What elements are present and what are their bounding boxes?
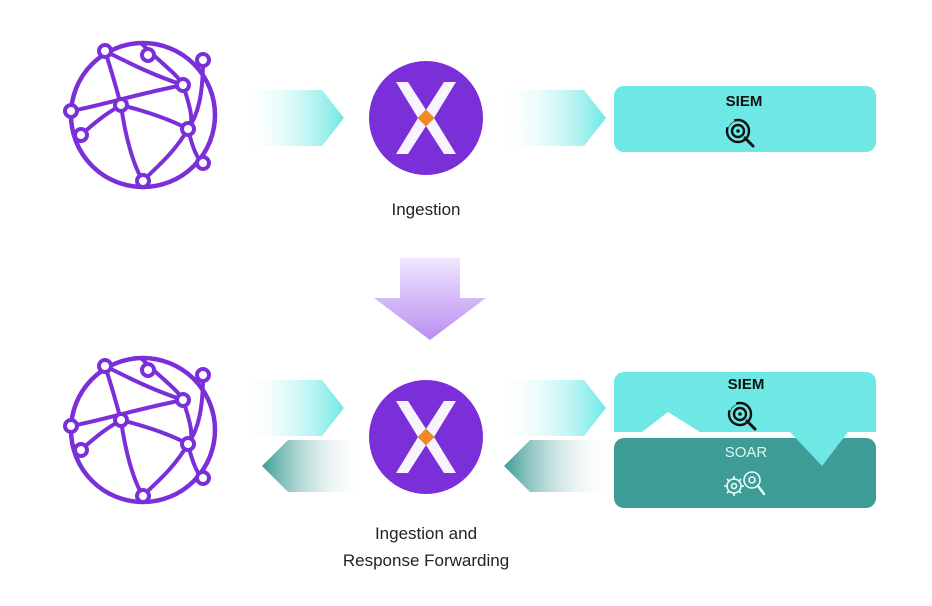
network-globe-icon: [65, 43, 215, 187]
x-logo-icon-bottom: [369, 380, 483, 494]
siem-label-bottom: SIEM: [727, 376, 765, 393]
network-globe-icon-bottom: [65, 358, 215, 502]
down-arrow-icon: [374, 258, 486, 340]
arrow-hub-to-network-response: [262, 440, 365, 492]
arrow-hub-to-siem: [495, 90, 606, 146]
arrow-network-to-hub-bottom: [238, 380, 344, 436]
soar-label: SOAR: [724, 444, 768, 461]
siem-label: SIEM: [725, 93, 763, 110]
soar-box: [614, 438, 876, 508]
arrow-network-to-hub: [238, 90, 344, 146]
response-caption-line2: Response Forwarding: [342, 551, 510, 570]
x-logo-icon: [369, 61, 483, 175]
response-caption-line1: Ingestion and: [374, 524, 478, 543]
arrow-soar-to-hub: [504, 440, 612, 492]
arrow-hub-to-siem-bottom: [495, 380, 606, 436]
siem-box: [614, 86, 876, 152]
ingestion-caption: Ingestion: [391, 200, 461, 219]
